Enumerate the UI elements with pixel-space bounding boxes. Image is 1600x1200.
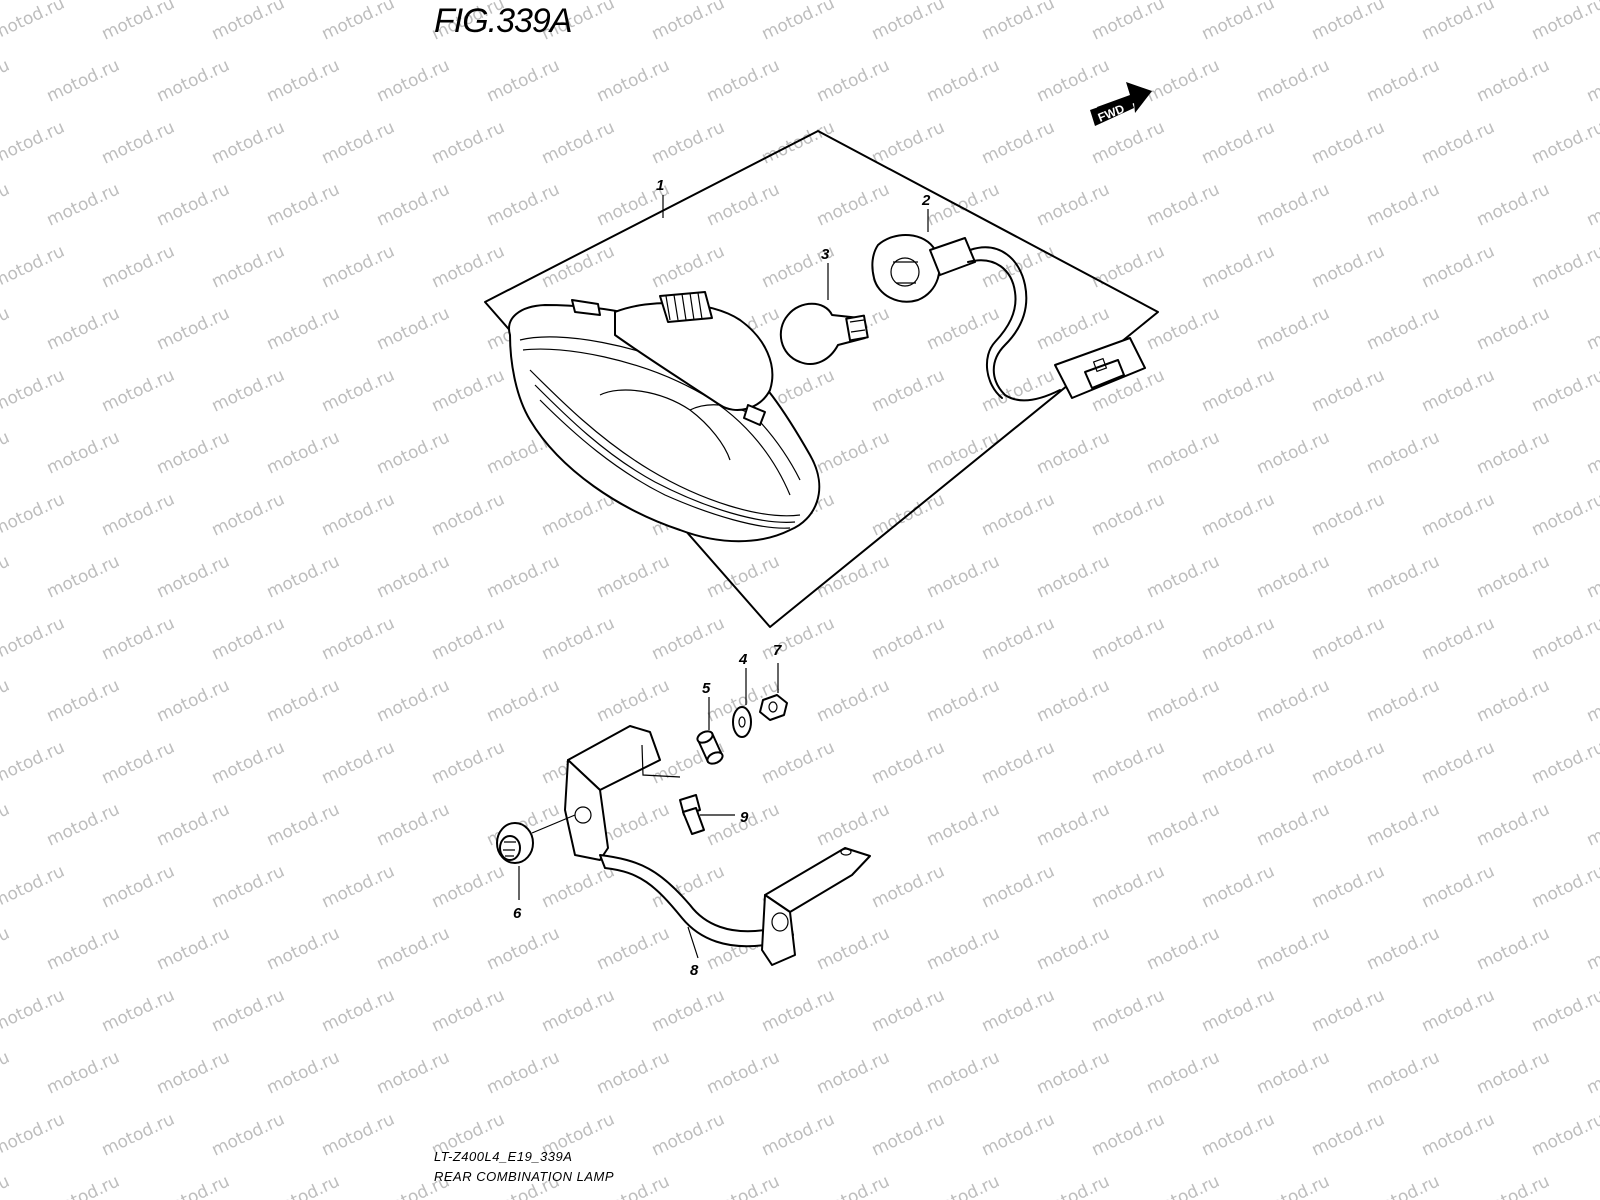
callout-9: 9 — [740, 809, 749, 826]
socket-harness — [871, 233, 1146, 402]
fwd-arrow-icon — [1090, 82, 1152, 126]
callout-4: 4 — [738, 651, 748, 668]
leader-lines — [518, 195, 929, 959]
figure-code: LT-Z400L4_E19_339A — [434, 1149, 573, 1164]
grommet — [496, 822, 534, 864]
callout-5: 5 — [702, 680, 711, 697]
nut — [759, 694, 788, 721]
figure-name: REAR COMBINATION LAMP — [434, 1169, 615, 1184]
callout-7: 7 — [773, 642, 782, 659]
callout-6: 6 — [513, 905, 522, 922]
bracket — [564, 725, 871, 966]
bulb — [779, 302, 869, 365]
collar — [696, 730, 724, 765]
washer — [732, 706, 752, 738]
lamp-housing — [508, 291, 821, 543]
figure-title: FIG.339A — [434, 2, 573, 40]
fwd-label: FWD — [1096, 101, 1127, 124]
callout-1: 1 — [656, 177, 664, 194]
callout-8: 8 — [690, 962, 699, 979]
callout-3: 3 — [821, 246, 830, 263]
bolt — [679, 794, 705, 835]
callout-2: 2 — [921, 192, 931, 209]
